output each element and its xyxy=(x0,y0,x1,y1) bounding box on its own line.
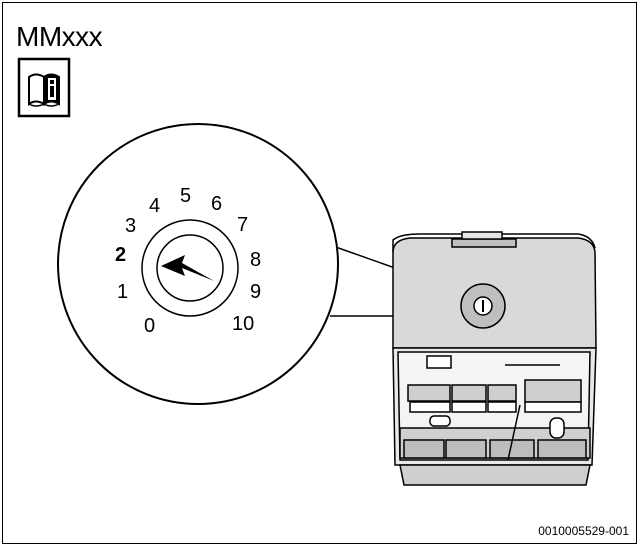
module-device xyxy=(392,231,597,486)
dial-label-4: 4 xyxy=(149,195,160,217)
info-i-glyph xyxy=(48,78,56,100)
dial-label-3: 3 xyxy=(125,215,136,237)
dial-label-1: 1 xyxy=(117,281,128,303)
dial-label-2: 2 xyxy=(115,244,126,266)
module-title: MMxxx xyxy=(16,21,103,52)
manual-info-icon xyxy=(17,57,71,118)
diagram-frame xyxy=(2,2,637,544)
dial-label-9: 9 xyxy=(250,281,261,303)
dial-label-7: 7 xyxy=(237,214,248,236)
dial-label-5: 5 xyxy=(180,185,191,207)
rotary-switch-knob xyxy=(156,234,224,302)
dial-label-10: 10 xyxy=(232,313,254,335)
figure-code: 0010005529-001 xyxy=(538,524,629,538)
rotary-switch-ring xyxy=(141,219,239,317)
magnified-dial-outline xyxy=(57,123,339,405)
dial-position-labels: 0 1 2 3 4 5 6 7 8 9 10 xyxy=(115,185,261,337)
dial-label-6: 6 xyxy=(211,193,222,215)
dial-label-8: 8 xyxy=(250,249,261,271)
switch-arrow-indicator xyxy=(161,255,214,281)
dial-label-0: 0 xyxy=(144,315,155,337)
